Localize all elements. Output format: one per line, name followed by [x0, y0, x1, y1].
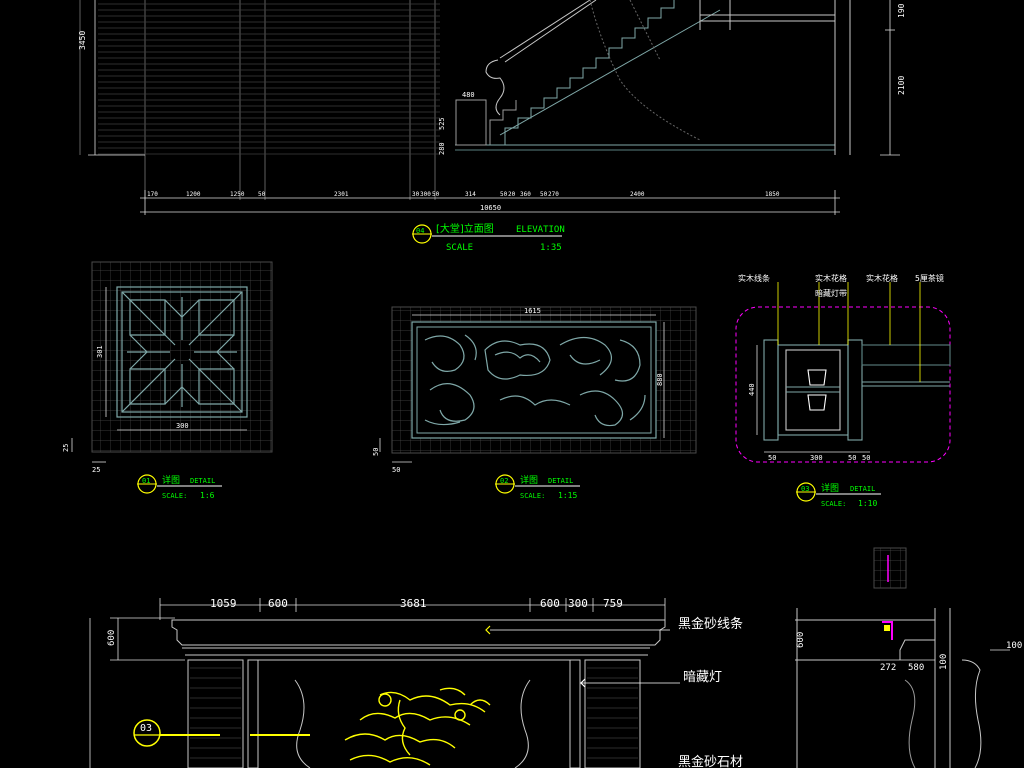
dim-bottom-6: 300	[420, 191, 431, 198]
dim-stair-2: 525	[438, 117, 446, 130]
detail-03-scale-label: SCALE:	[821, 500, 846, 508]
e03-top-dim-4: 300	[568, 597, 588, 610]
detail-02-drawing: 1615 880 50 50 02 详图 DETAIL SCALE: 1:15	[372, 306, 697, 500]
dim-bottom-10: 20	[508, 191, 516, 198]
e03-top-dim-5: 759	[603, 597, 623, 610]
e03-section-side: 100	[939, 654, 949, 670]
detail-03-label-3: 实木花格	[866, 273, 898, 283]
title-04-text: [大堂]立面图	[436, 222, 494, 235]
dim-total-width: 10650	[480, 204, 501, 212]
callout-boundary	[735, 306, 951, 463]
detail-02-dim-offset-h: 50	[392, 466, 400, 474]
e03-section-w1: 272	[880, 663, 896, 673]
detail-02-title: 详图	[520, 474, 538, 486]
dim-bottom-0: 170	[147, 191, 158, 198]
dimension-chain-bottom	[140, 190, 840, 215]
detail-01-number: 01	[142, 477, 150, 485]
detail-03-bottom-dim-0: 50	[768, 454, 776, 462]
dim-bottom-3: 50	[258, 191, 266, 198]
dim-bottom-1: 1200	[186, 191, 201, 198]
dim-right-2: 2100	[897, 76, 906, 95]
detail-03-label-1: 实木花格	[815, 273, 847, 283]
dim-bottom-11: 360	[520, 191, 531, 198]
e03-number: 03	[140, 723, 152, 734]
detail-01-dim-offset-h: 25	[92, 466, 100, 474]
dim-bottom-9: 50	[500, 191, 508, 198]
elevation-03-drawing: 1059 600 3681 600 300 759 600	[89, 597, 1022, 768]
detail-01-dim-width: 300	[176, 422, 189, 430]
floral-carving	[424, 334, 646, 427]
detail-03-bottom-dim-3: 50	[862, 454, 870, 462]
staircase	[455, 0, 851, 155]
title-04-scale: 1:35	[540, 243, 562, 253]
detail-02-dim-offset-v: 50	[372, 448, 380, 456]
dragon-carving	[344, 687, 491, 766]
detail-03-title-en: DETAIL	[850, 485, 875, 493]
dim-bottom-7: 50	[432, 191, 440, 198]
detail-03-number: 03	[801, 485, 809, 493]
label-stone: 黑金砂石材	[678, 754, 743, 768]
detail-02-scale-label: SCALE:	[520, 492, 545, 500]
title-04-scale-label: SCALE	[446, 243, 473, 253]
dim-bottom-8: 314	[465, 191, 476, 198]
e03-section-top: 100	[1006, 641, 1022, 651]
e03-side-dim: 600	[107, 630, 117, 646]
dimension-vertical-left	[88, 0, 145, 156]
detail-03-dim-height: 440	[748, 383, 756, 396]
dim-stair-1: 480	[462, 91, 475, 99]
e03-top-dim-1: 600	[268, 597, 288, 610]
detail-01-title: 详图	[162, 474, 180, 486]
detail-01-drawing: 300 301 25 25 01 详图 DETAIL SCALE: 1:6	[62, 261, 273, 500]
e03-top-dim-3: 600	[540, 597, 560, 610]
title-04-number: 04	[416, 227, 424, 235]
e03-section-w2: 580	[908, 663, 924, 673]
detail-01-dim-offset-v: 25	[62, 444, 70, 452]
title-04-en: ELEVATION	[516, 225, 565, 235]
dim-bottom-2: 1250	[230, 191, 245, 198]
detail-03-scale: 1:10	[858, 499, 877, 508]
detail-03-bottom-dim-2: 50	[848, 454, 856, 462]
dim-right-1: 190	[897, 3, 906, 18]
detail-01-scale: 1:6	[200, 491, 215, 500]
detail-02-dim-height: 880	[656, 373, 664, 386]
dim-bottom-13: 270	[548, 191, 559, 198]
grid-sample	[873, 547, 907, 589]
detail-03-bottom-dim-1: 300	[810, 454, 823, 462]
detail-03-title: 详图	[821, 482, 839, 494]
detail-01-scale-label: SCALE:	[162, 492, 187, 500]
title-block-04	[412, 224, 562, 244]
dim-stair-3: 280	[438, 142, 446, 155]
dim-bottom-12: 50	[540, 191, 548, 198]
dim-total-height: 3450	[78, 31, 87, 50]
e03-top-dim-0: 1059	[210, 597, 237, 610]
detail-03-label-4: 5厘茶镜	[915, 273, 944, 283]
detail-02-dim-width: 1615	[524, 307, 541, 315]
dim-bottom-4: 2301	[334, 191, 349, 198]
dim-bottom-14: 2400	[630, 191, 645, 198]
detail-02-scale: 1:15	[558, 491, 577, 500]
e03-top-dim-2: 3681	[400, 597, 427, 610]
detail-03-label-0: 实木线条	[738, 273, 770, 283]
label-cornice: 黑金砂线条	[678, 616, 743, 632]
dim-bottom-15: 1850	[765, 191, 780, 198]
detail-01-dim-height: 301	[96, 345, 104, 358]
label-hidden-light: 暗藏灯	[683, 670, 722, 685]
detail-02-title-en: DETAIL	[548, 477, 573, 485]
e03-section-height: 600	[796, 632, 806, 648]
detail-01-title-en: DETAIL	[190, 477, 215, 485]
detail-02-number: 02	[500, 477, 508, 485]
detail-03-label-2: 暗藏灯带	[815, 288, 847, 298]
dim-bottom-5: 30	[412, 191, 420, 198]
